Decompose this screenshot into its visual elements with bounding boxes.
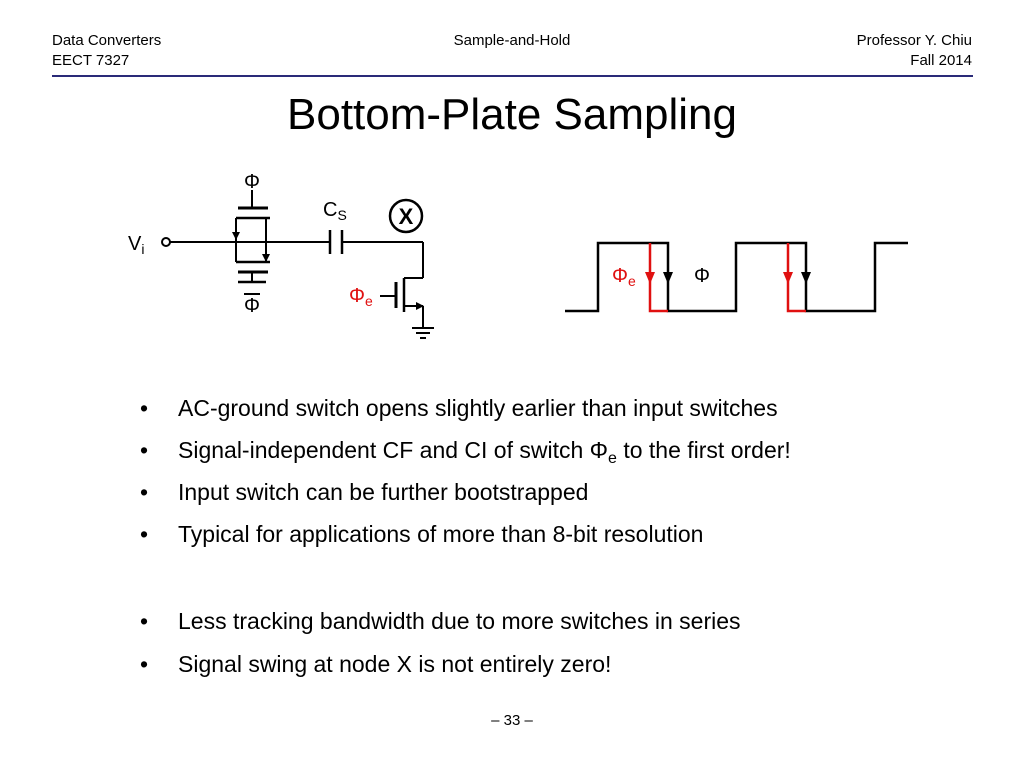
bullet-item: Signal swing at node X is not entirely z… — [140, 649, 611, 679]
timing-diagram — [565, 241, 908, 313]
input-terminal — [161, 237, 171, 247]
cap-label: CS — [323, 199, 347, 223]
node-x-marker — [388, 198, 424, 234]
header-divider — [52, 75, 973, 77]
nmos-input-switch — [232, 190, 270, 242]
bullet-item: AC-ground switch opens slightly earlier … — [140, 393, 778, 423]
bullet-item: Signal-independent CF and CI of switch Φ… — [140, 435, 791, 467]
course-name: Data Converters — [52, 32, 162, 49]
header-right: Professor Y. Chiu Fall 2014 — [857, 31, 972, 71]
term: Fall 2014 — [910, 52, 972, 69]
pmos-input-switch — [230, 241, 300, 284]
timing-phie-label: Φe — [612, 265, 636, 289]
course-code: EECT 7327 — [52, 52, 130, 69]
diagrams: Φ Φ Vi CS X Φe Φe Φ — [128, 171, 908, 339]
phi-waveform — [565, 241, 908, 313]
bullet-item: Less tracking bandwidth due to more swit… — [140, 606, 740, 636]
bullet-item: Typical for applications of more than 8-… — [140, 519, 703, 549]
ac-ground-switch — [380, 277, 434, 339]
instructor-name: Professor Y. Chiu — [856, 32, 972, 49]
node-x-label: X — [399, 204, 414, 229]
vin-label: Vi — [128, 233, 144, 257]
bullet-item: Input switch can be further bootstrapped — [140, 477, 588, 507]
page-number: – 33 – — [491, 712, 533, 729]
phie-switch-label: Φe — [349, 285, 373, 309]
timing-phi-label: Φ — [694, 265, 710, 287]
phi-bar-label: Φ — [244, 295, 260, 317]
header-topic: Sample-and-Hold — [453, 32, 571, 49]
sampling-capacitor — [328, 230, 344, 254]
slide-title: Bottom-Plate Sampling — [287, 90, 737, 139]
phi-top-label: Φ — [244, 171, 260, 193]
header-left: Data Converters EECT 7327 — [52, 31, 161, 71]
bottom-plate-circuit — [161, 190, 434, 339]
